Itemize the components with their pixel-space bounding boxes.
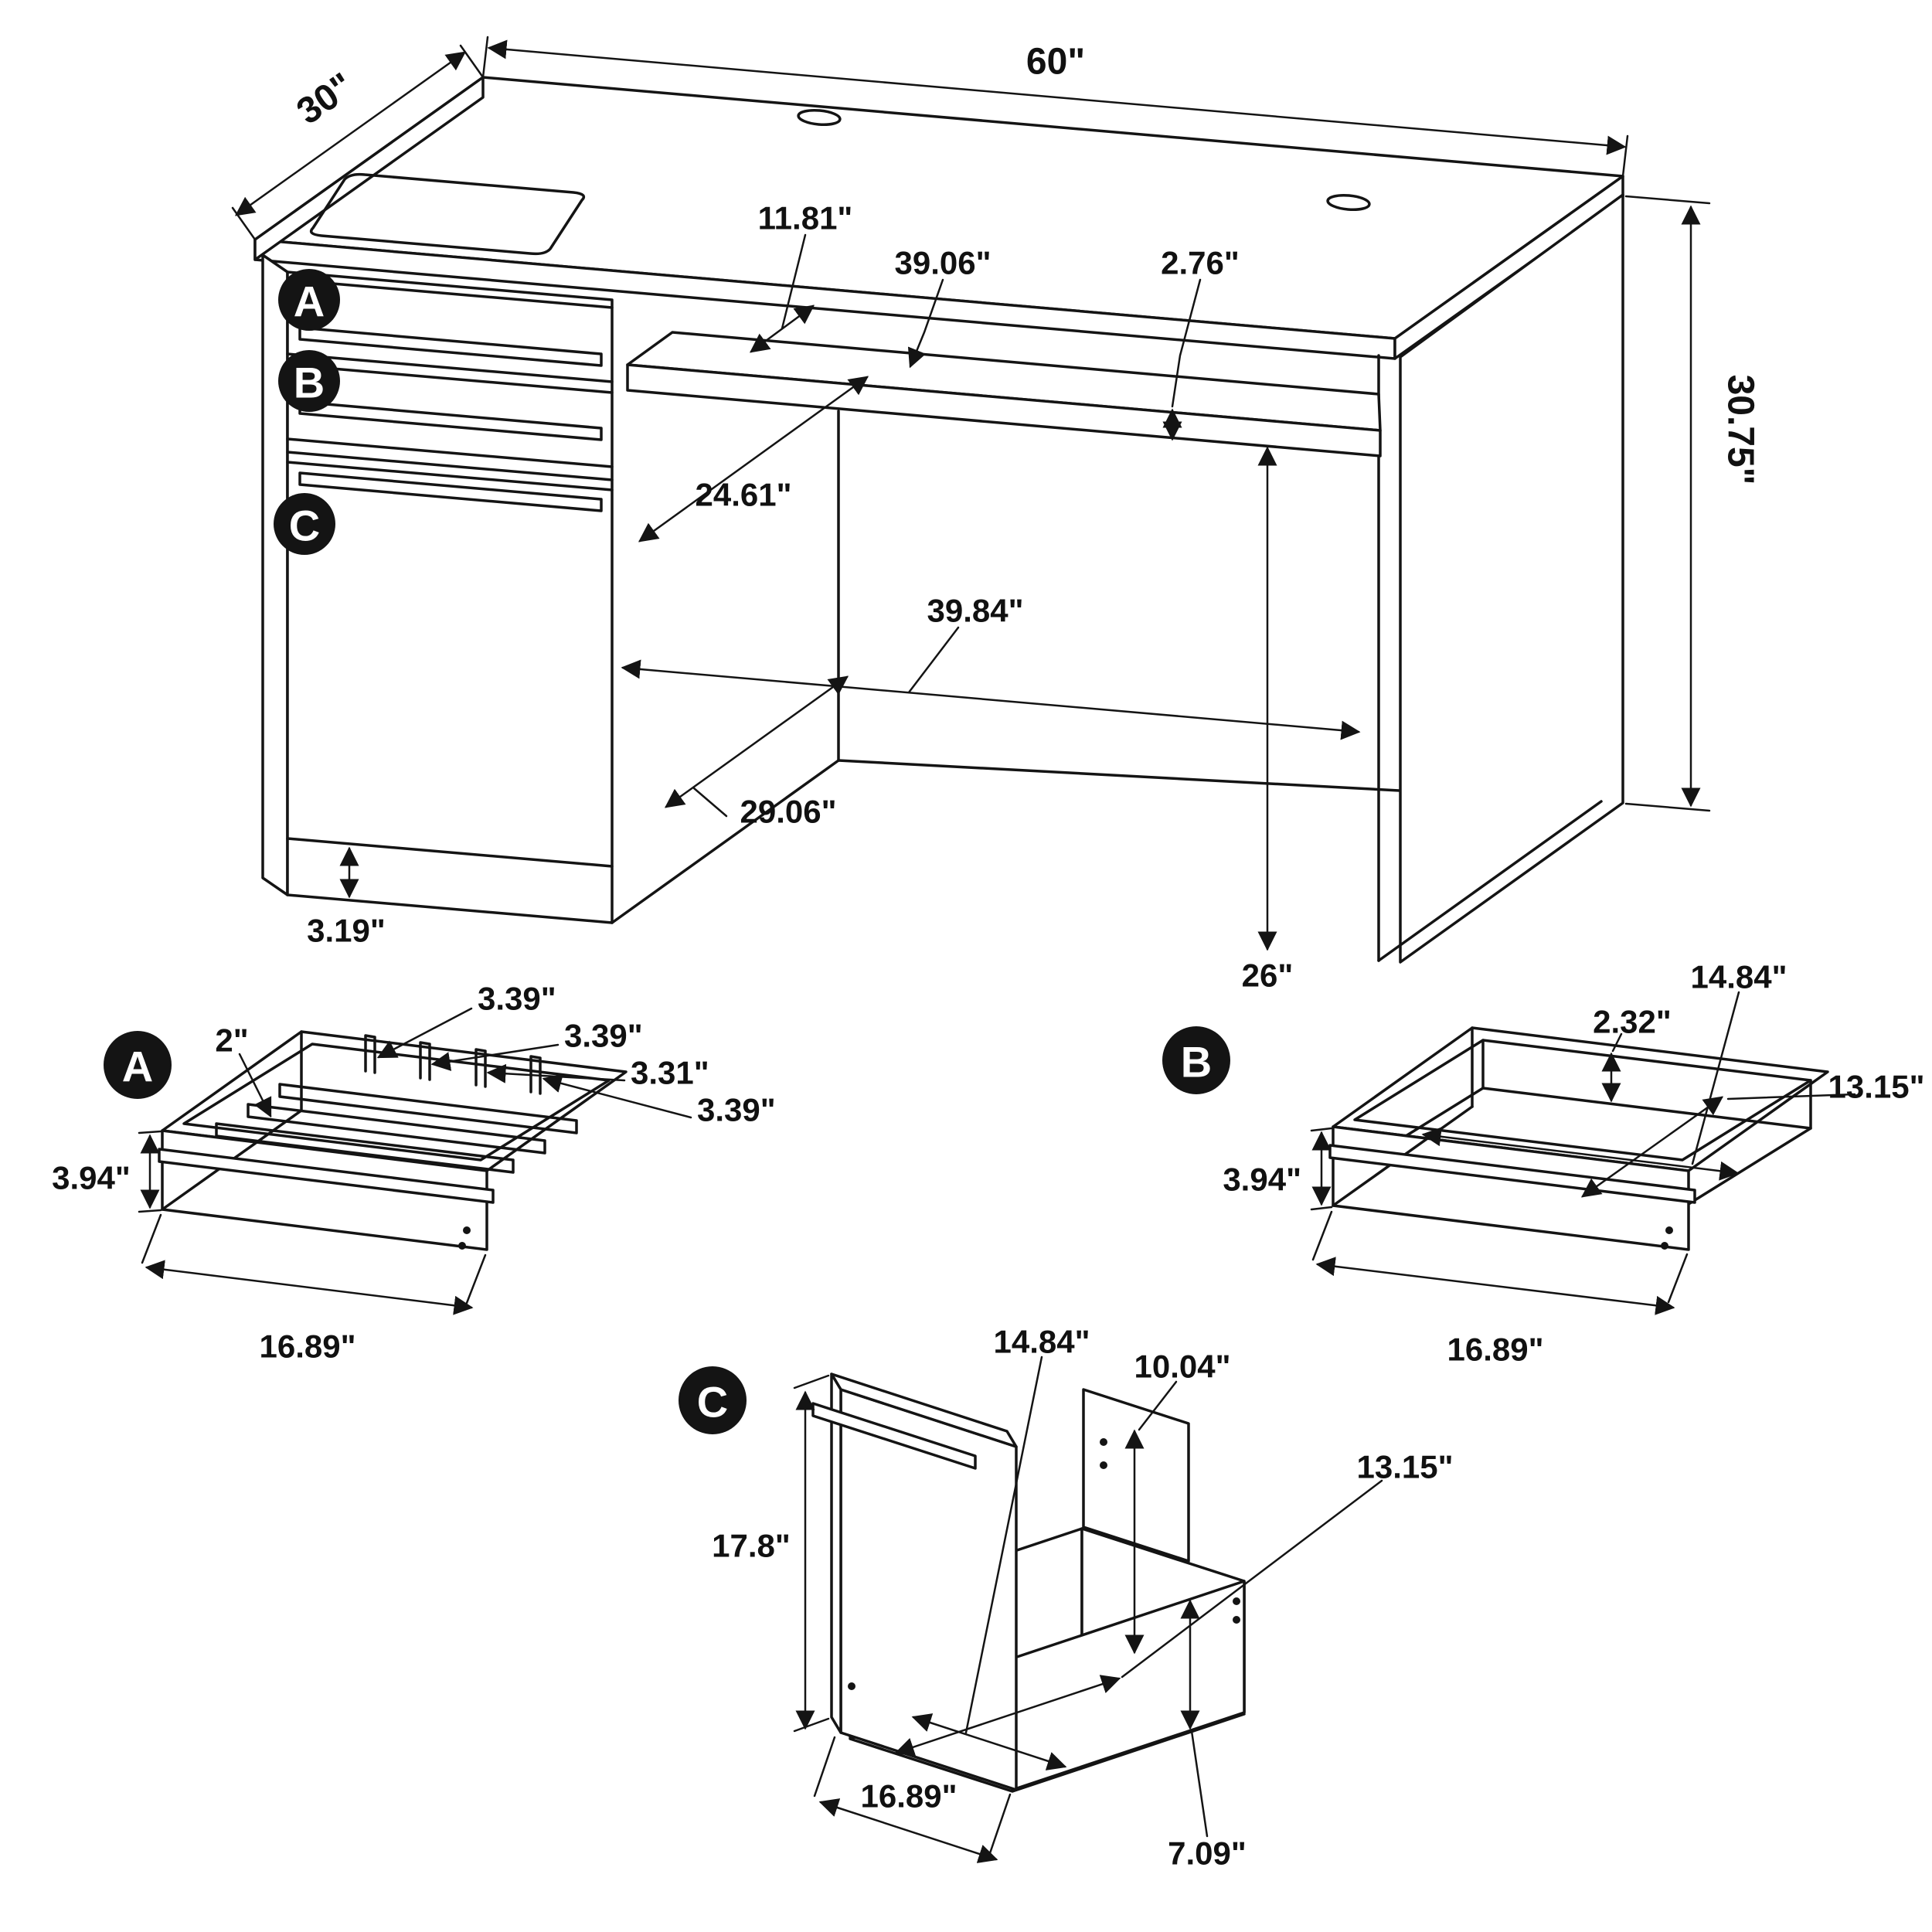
base-height-label: 3.19" [307, 913, 386, 949]
dim-knee-width: 39.84" [621, 593, 1361, 740]
drawer-a-handle [298, 326, 603, 367]
c-height-label: 17.8" [712, 1528, 791, 1564]
drawer-b-detail: 2.32" 14.84" 13.15" 3.94" 16.89" B [1162, 959, 1925, 1368]
pedestal-left-side [261, 253, 289, 896]
a-slot3-label: 3.31" [631, 1055, 709, 1091]
tray-width-label: 39.06" [894, 245, 991, 281]
d im-desk-height: 30.75" [1624, 195, 1761, 812]
b-rail-height-label: 2.32" [1593, 1004, 1672, 1040]
badge-desk-c: C [274, 493, 335, 555]
side-depth-label: 29.06" [740, 794, 836, 830]
a-slot2-label: 3.39" [564, 1018, 643, 1054]
dim-c-interior-depth: 13.15" [894, 1449, 1454, 1757]
dim-c-base-height: 7.09" [1168, 1599, 1247, 1872]
dim-a-slot1: 3.39" [376, 981, 556, 1059]
dim-tray-depth: 11.81" [749, 200, 853, 353]
dim-a-slot4: 3.39" [542, 1073, 776, 1128]
c-base-height-label: 7.09" [1168, 1835, 1247, 1872]
desk-depth-label: 30" [290, 65, 362, 132]
badge-desk-c-label: C [289, 502, 320, 550]
drawer-a-dividers [215, 1034, 578, 1174]
dim-a-width: 16.89" [141, 1213, 487, 1365]
badge-detail-b: B [1162, 1026, 1230, 1094]
badge-desk-a-label: A [294, 277, 325, 326]
dim-tray-width: 39.06" [894, 245, 992, 369]
dim-b-height: 3.94" [1223, 1127, 1333, 1211]
c-width-label: 16.89" [860, 1778, 957, 1815]
right-panel-face [1399, 193, 1624, 964]
dim-b-interior-depth: 13.15" [1580, 1069, 1925, 1198]
desk-height-label: 30.75" [1720, 375, 1761, 485]
dim-tray-edge: 2.76" [1161, 245, 1240, 441]
dim-side-depth: 29.06" [664, 675, 849, 830]
tray-depth-label: 11.81" [758, 200, 853, 236]
cabinet-c-detail: 14.84" 10.04" 13.15" 17.8" 16.89" 7. [679, 1324, 1454, 1872]
dim-c-interior-height: 10.04" [1124, 1349, 1231, 1655]
badge-detail-c-label: C [697, 1378, 728, 1427]
badge-detail-b-label: B [1181, 1038, 1212, 1087]
a-slot1-label: 3.39" [478, 981, 556, 1017]
a-slot-depth-label: 2" [215, 1022, 248, 1059]
desk-drawing: 60" 30" 30.75" 11.81" 39.06" 2.76" [231, 36, 1761, 994]
grommet-hole-right [1326, 193, 1371, 212]
dim-a-slot2: 3.39" [430, 1018, 643, 1071]
badge-detail-a-label: A [122, 1043, 153, 1091]
badge-detail-a: A [104, 1031, 172, 1099]
b-height-label: 3.94" [1223, 1162, 1301, 1198]
dim-base-height: 3.19" [307, 846, 386, 949]
dim-a-slot3: 3.31" [486, 1055, 709, 1091]
a-width-label: 16.89" [259, 1328, 355, 1365]
desk-pedestal [261, 253, 614, 924]
c-interior-width-label: 14.84" [993, 1324, 1090, 1360]
knee-depth-label: 24.61" [695, 477, 791, 513]
badge-desk-b: B [278, 350, 340, 412]
dim-knee-depth: 24.61" [638, 376, 869, 543]
c-interior-depth-label: 13.15" [1356, 1449, 1453, 1485]
b-interior-depth-label: 13.15" [1828, 1069, 1924, 1105]
drawer-c-handle [298, 471, 603, 512]
desk-top-right-edge [1393, 175, 1624, 360]
badge-detail-c: C [679, 1366, 747, 1434]
dim-a-slot-depth: 2" [215, 1022, 272, 1118]
dim-b-rail-height: 2.32" [1593, 1004, 1672, 1103]
dim-b-width: 16.89" [1311, 1210, 1689, 1368]
desk-width-label: 60" [1026, 42, 1085, 83]
a-slot4-label: 3.39" [697, 1092, 776, 1128]
badge-desk-a: A [278, 269, 340, 331]
dim-knee-clearance: 26" [1242, 446, 1294, 994]
dim-desk-width: 60" [481, 36, 1629, 178]
a-height-label: 3.94" [52, 1160, 131, 1196]
dim-c-height: 17.8" [712, 1374, 830, 1733]
b-width-label: 16.89" [1447, 1332, 1543, 1368]
c-interior-height-label: 10.04" [1134, 1349, 1230, 1385]
dim-a-height: 3.94" [52, 1130, 162, 1213]
drawer-a-detail: 3.39" 3.39" 3.31" 3.39" 2" 3.94" 1 [52, 981, 776, 1365]
tray-edge-label: 2.76" [1161, 245, 1240, 281]
keyboard-tray [626, 331, 1382, 457]
knee-width-label: 39.84" [927, 593, 1023, 629]
knee-clearance-label: 26" [1242, 957, 1294, 994]
dim-c-width: 16.89" [813, 1736, 1012, 1863]
badge-desk-b-label: B [294, 359, 325, 407]
b-interior-width-label: 14.84" [1690, 959, 1787, 995]
